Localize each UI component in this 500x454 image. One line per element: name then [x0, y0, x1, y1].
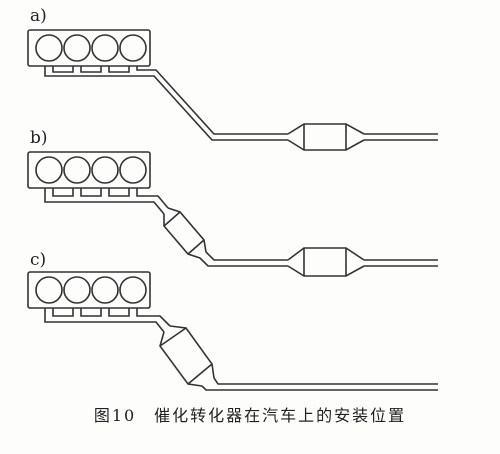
close-converter-b-ends — [163, 211, 205, 255]
engine-block-c — [27, 271, 151, 309]
converter-b-ends — [303, 248, 347, 276]
manifold-b-3 — [108, 188, 130, 197]
exhaust-pipe-b2-upper — [205, 251, 288, 261]
converter-a-ends — [303, 124, 347, 150]
manifold-b-1 — [52, 188, 74, 197]
cylinder-b-4 — [119, 156, 147, 184]
panel-a-label: a) — [30, 6, 47, 26]
converter-b-bottom — [287, 265, 365, 277]
converter-a-top — [287, 123, 365, 135]
manifold-a-3 — [108, 66, 130, 73]
manifold-b-4 — [136, 188, 150, 197]
tail-pipe-c-upper — [213, 377, 438, 385]
panel-a-diagram — [27, 29, 438, 151]
manifold-c-4 — [136, 308, 150, 317]
cylinder-a-4 — [119, 34, 147, 62]
cylinder-a-1 — [35, 34, 63, 62]
manifold-b-2 — [80, 188, 102, 197]
exhaust-pipe-c1-upper — [150, 315, 171, 327]
manifold-c-3 — [108, 308, 130, 317]
cylinder-b-2 — [63, 156, 91, 184]
converter-b-top — [287, 247, 365, 261]
exhaust-pipe-a-lower — [150, 75, 288, 141]
cylinder-b-1 — [35, 156, 63, 184]
cylinder-c-4 — [119, 276, 147, 304]
exhaust-pipe-c1-lower — [150, 321, 165, 333]
exhaust-pipe-b1-upper — [150, 195, 169, 209]
exhaust-pipe-a-upper — [150, 69, 288, 135]
converter-c-right — [169, 325, 215, 379]
close-converter-b-left — [163, 214, 201, 259]
manifold-b-outer — [44, 188, 150, 203]
cylinder-a-3 — [91, 34, 119, 62]
cylinder-b-3 — [91, 156, 119, 184]
engine-block-a — [27, 29, 151, 67]
manifold-a-1 — [52, 66, 74, 73]
converter-a-bottom — [287, 139, 365, 151]
panel-b-diagram — [27, 151, 438, 277]
manifold-a-4 — [136, 66, 150, 71]
converter-c-left — [159, 331, 203, 387]
manifold-a-outer — [44, 66, 150, 77]
panel-c-label: c) — [30, 250, 46, 270]
manifold-c-1 — [52, 308, 74, 317]
figure-caption: 图10 催化转化器在汽车上的安装位置 — [93, 406, 407, 425]
manifold-a-2 — [80, 66, 102, 73]
tail-pipe-a — [364, 133, 438, 141]
panel-c-diagram — [27, 271, 438, 391]
cylinder-a-2 — [63, 34, 91, 62]
manifold-c-2 — [80, 308, 102, 317]
close-converter-b-right — [167, 207, 207, 253]
exhaust-pipe-b2-lower — [199, 257, 288, 267]
cylinder-c-3 — [91, 276, 119, 304]
engine-block-b — [27, 151, 151, 189]
panel-b-label: b) — [30, 128, 48, 148]
tail-pipe-b — [364, 259, 438, 267]
cylinder-c-2 — [63, 276, 91, 304]
tail-pipe-c-lower — [201, 385, 438, 391]
exhaust-pipe-b1-lower — [150, 201, 165, 215]
converter-c-ends — [159, 327, 213, 385]
manifold-c-outer — [44, 308, 150, 323]
cylinder-c-1 — [35, 276, 63, 304]
